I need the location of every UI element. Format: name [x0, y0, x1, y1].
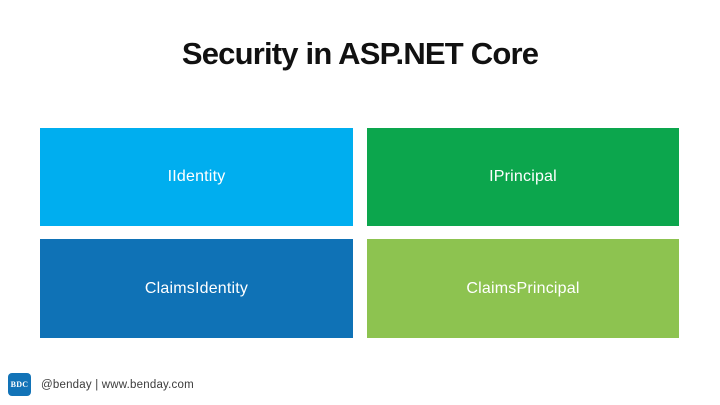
footer-handle-text: @benday | www.benday.com — [41, 378, 194, 391]
bdc-logo: BDC — [8, 373, 31, 396]
box-claimsidentity-label: ClaimsIdentity — [144, 279, 249, 297]
box-iidentity-label: IIdentity — [167, 168, 226, 185]
box-iidentity: IIdentity — [40, 128, 353, 226]
box-iprincipal: IPrincipal — [367, 128, 679, 226]
slide-title: Security in ASP.NET Core — [181, 36, 539, 71]
footer: BDC @benday | www.benday.com — [8, 373, 194, 396]
box-claimsprincipal-label: ClaimsPrincipal — [466, 279, 580, 297]
box-claimsprincipal: ClaimsPrincipal — [367, 239, 679, 338]
box-iprincipal-label: IPrincipal — [489, 168, 557, 185]
box-claimsidentity: ClaimsIdentity — [40, 239, 353, 338]
